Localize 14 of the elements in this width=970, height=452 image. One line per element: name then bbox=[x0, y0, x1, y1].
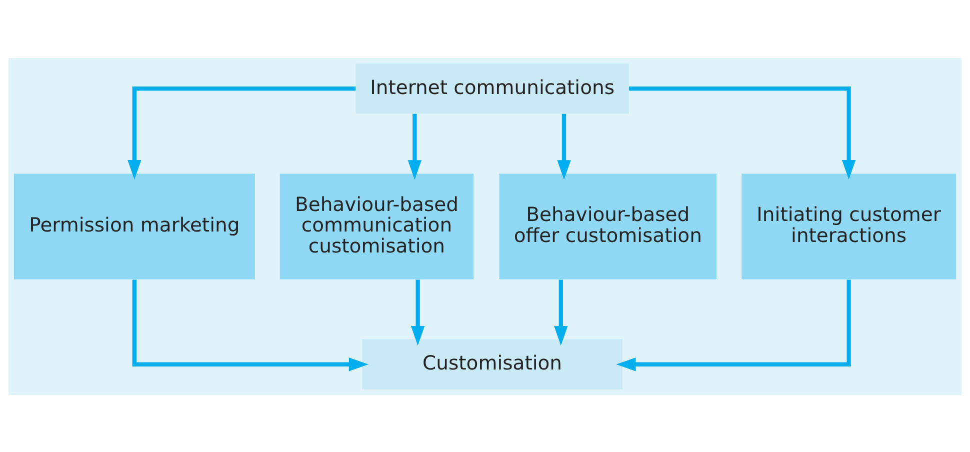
node-box: Permission marketing bbox=[14, 173, 255, 279]
arrow bbox=[410, 279, 425, 346]
node-box: Customisation bbox=[362, 338, 623, 389]
arrow bbox=[554, 279, 568, 346]
arrow bbox=[629, 86, 856, 180]
node-box: Behaviour-based communication customisation bbox=[280, 173, 474, 279]
arrow bbox=[616, 279, 851, 371]
arrow bbox=[132, 279, 368, 371]
arrow bbox=[557, 113, 571, 180]
node-box: Initiating customer interactions bbox=[742, 173, 956, 279]
node-box: Internet communications bbox=[356, 63, 629, 114]
arrow bbox=[128, 86, 356, 180]
arrow bbox=[408, 113, 422, 180]
node-box: Behaviour-based offer customisation bbox=[499, 173, 717, 279]
